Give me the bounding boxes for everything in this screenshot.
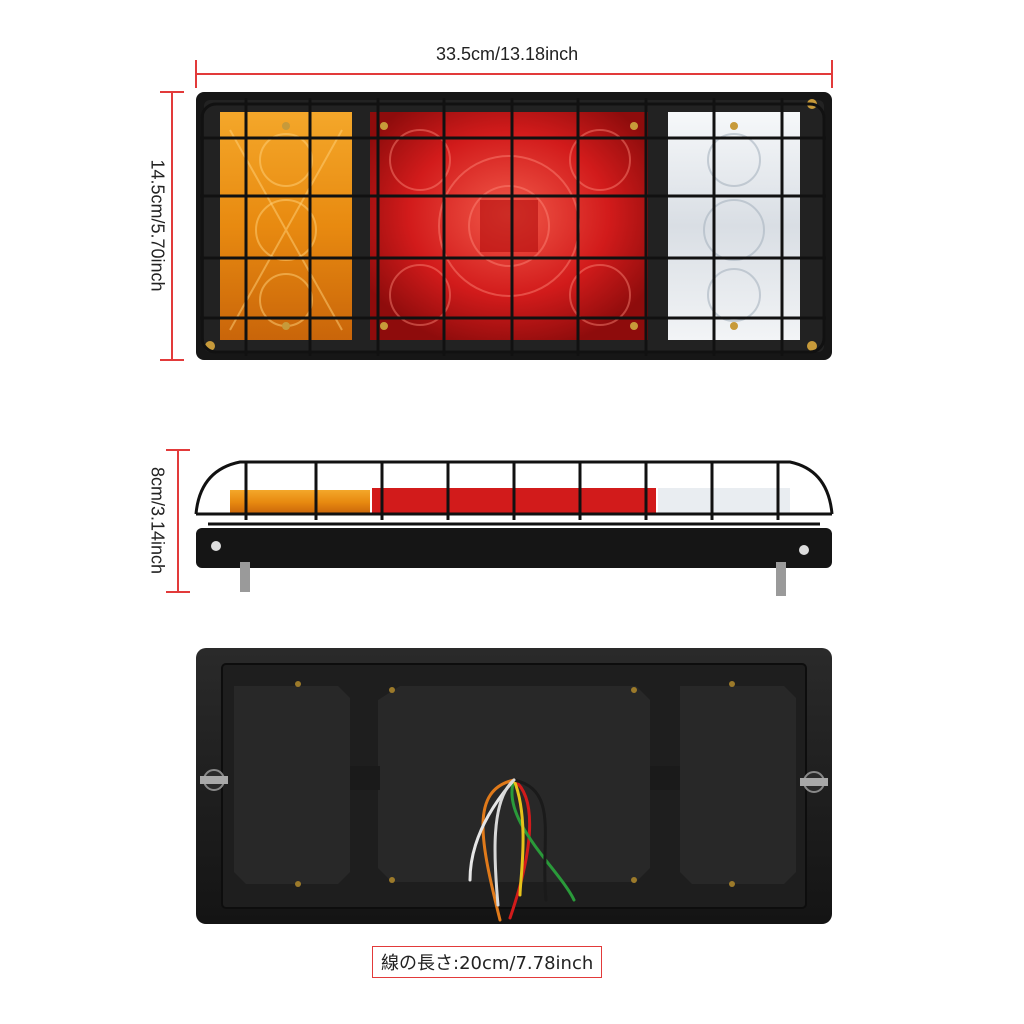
height-dimension-label: 14.5cm/5.70inch bbox=[147, 159, 168, 292]
depth-dimension-label: 8cm/3.14inch bbox=[147, 466, 168, 575]
wire-bundle bbox=[468, 778, 576, 922]
wire-length-label: 線の長さ:20cm/7.78inch bbox=[372, 946, 603, 978]
width-dimension-line bbox=[195, 60, 833, 88]
width-dimension-label: 33.5cm/13.18inch bbox=[436, 44, 579, 64]
depth-dimension-line bbox=[166, 449, 190, 593]
height-dimension-line bbox=[160, 91, 184, 361]
side-view bbox=[194, 460, 834, 596]
clear-lens bbox=[668, 112, 800, 340]
back-view bbox=[196, 648, 832, 924]
front-view bbox=[196, 92, 832, 360]
